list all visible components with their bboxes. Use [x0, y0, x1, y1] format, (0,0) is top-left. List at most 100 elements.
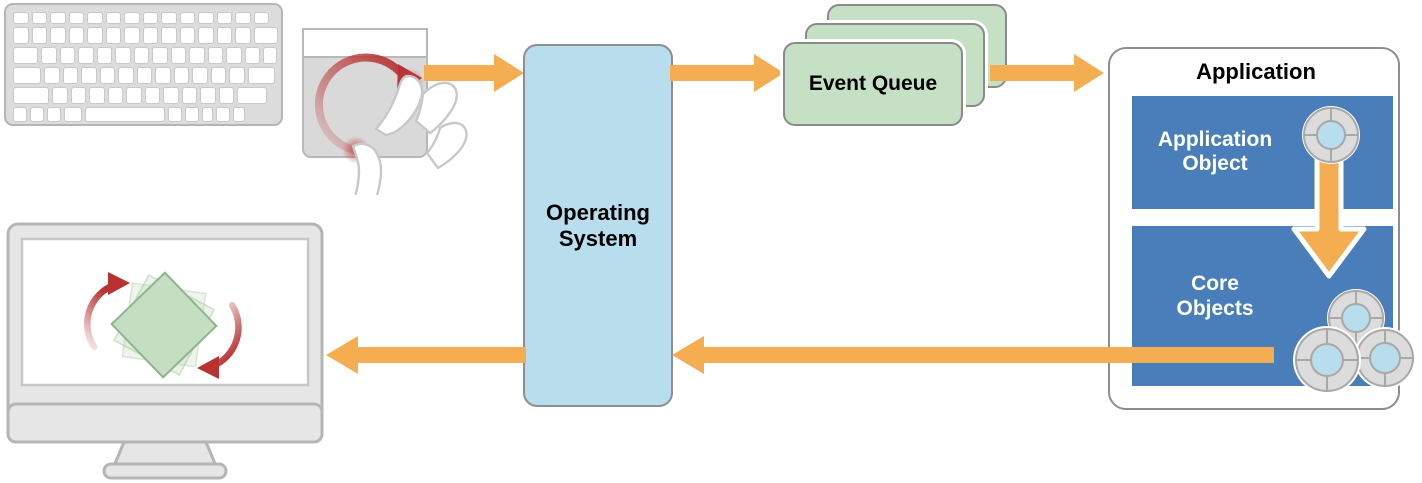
keyboard-key[interactable]	[235, 27, 251, 44]
keyboard-key[interactable]	[142, 27, 158, 44]
keyboard-key[interactable]	[142, 12, 158, 24]
application-title: Application	[1196, 59, 1316, 84]
keyboard-key[interactable]	[68, 12, 84, 24]
keyboard-key[interactable]	[198, 12, 214, 24]
keyboard-key[interactable]	[179, 27, 195, 44]
keyboard-key[interactable]	[161, 12, 177, 24]
keyboard-key[interactable]	[136, 67, 152, 84]
keyboard-key[interactable]	[87, 12, 103, 24]
keyboard-key[interactable]	[13, 107, 27, 122]
display-monitor	[6, 222, 324, 480]
keyboard-key[interactable]	[144, 87, 160, 104]
keyboard-key[interactable]	[59, 47, 75, 64]
keyboard-key[interactable]	[229, 67, 245, 84]
keyboard-key[interactable]	[253, 12, 269, 24]
operating-system-box[interactable]: Operating System	[523, 44, 673, 407]
keyboard-key[interactable]	[30, 107, 44, 122]
keyboard-row	[13, 27, 278, 44]
application-object-label-line2: Object	[1182, 152, 1248, 176]
keyboard-key[interactable]	[105, 12, 121, 24]
keyboard-key[interactable]	[152, 47, 168, 64]
rotate-gesture-hand-icon	[314, 53, 468, 195]
keyboard-key[interactable]	[115, 47, 131, 64]
keyboard-key[interactable]	[124, 27, 140, 44]
keyboard-key[interactable]	[47, 107, 61, 122]
keyboard-key[interactable]	[118, 67, 134, 84]
keyboard-key[interactable]	[13, 87, 49, 104]
keyboard-key[interactable]	[99, 67, 115, 84]
keyboard-key[interactable]	[233, 107, 245, 122]
keyboard-key[interactable]	[202, 107, 213, 122]
keyboard-key[interactable]	[200, 87, 216, 104]
keyboard-key[interactable]	[218, 87, 234, 104]
keyboard-key[interactable]	[247, 67, 275, 84]
keyboard-key[interactable]	[179, 12, 195, 24]
keyboard-key[interactable]	[244, 47, 260, 64]
event-queue-label: Event Queue	[808, 72, 938, 95]
keyboard-key[interactable]	[124, 12, 140, 24]
keyboard-key[interactable]	[50, 12, 66, 24]
keyboard-key[interactable]	[253, 27, 278, 44]
core-objects-label-line1: Core	[1191, 272, 1239, 295]
keyboard-key[interactable]	[181, 87, 197, 104]
keyboard-key[interactable]	[52, 87, 68, 104]
keyboard-key[interactable]	[87, 27, 103, 44]
operating-system-label: Operating System	[546, 200, 650, 252]
keyboard-key[interactable]	[70, 87, 86, 104]
application-object-gear-icon	[1302, 106, 1360, 164]
keyboard-key[interactable]	[41, 47, 57, 64]
keyboard-key[interactable]	[13, 12, 29, 24]
keyboard-key[interactable]	[170, 47, 186, 64]
keyboard-key[interactable]	[44, 67, 60, 84]
keyboard-key[interactable]	[226, 47, 242, 64]
keyboard-key[interactable]	[207, 47, 223, 64]
keyboard-device	[4, 3, 283, 126]
keyboard-key[interactable]	[89, 87, 105, 104]
keyboard-key[interactable]	[216, 107, 230, 122]
keyboard-key[interactable]	[216, 12, 232, 24]
application-container[interactable]: Application Application Object Core Obje…	[1108, 47, 1416, 410]
keyboard-key[interactable]	[31, 12, 47, 24]
keyboard-key[interactable]	[105, 27, 121, 44]
keyboard-key[interactable]	[189, 47, 205, 64]
keyboard-key[interactable]	[81, 67, 97, 84]
keyboard-key[interactable]	[31, 27, 47, 44]
keyboard-key[interactable]	[185, 107, 199, 122]
keyboard-key[interactable]	[198, 27, 214, 44]
keyboard-key[interactable]	[13, 27, 29, 44]
keyboard-key[interactable]	[13, 67, 41, 84]
keyboard-key[interactable]	[13, 47, 38, 64]
trackpad-top-strip	[302, 28, 428, 56]
keyboard-key[interactable]	[263, 47, 277, 64]
keyboard-row	[13, 67, 275, 84]
keyboard-key[interactable]	[210, 67, 226, 84]
arrow-os-to-event-queue	[670, 54, 784, 92]
keyboard-row	[13, 107, 245, 122]
core-objects-label: Core Objects	[1140, 272, 1290, 322]
keyboard-key[interactable]	[235, 12, 251, 24]
keyboard-key[interactable]	[163, 87, 179, 104]
event-queue-card-front[interactable]: Event Queue	[783, 42, 963, 126]
keyboard-key[interactable]	[237, 87, 267, 104]
keyboard-key[interactable]	[68, 27, 84, 44]
keyboard-key[interactable]	[85, 107, 165, 122]
keyboard-key[interactable]	[126, 87, 142, 104]
keyboard-key[interactable]	[133, 47, 149, 64]
keyboard-key[interactable]	[161, 27, 177, 44]
keyboard-key[interactable]	[62, 67, 78, 84]
arrow-application-to-os	[672, 336, 1274, 374]
keyboard-key[interactable]	[96, 47, 112, 64]
arrow-event-queue-to-application	[990, 54, 1104, 92]
application-object-label: Application Object	[1140, 128, 1290, 178]
keyboard-key[interactable]	[78, 47, 94, 64]
keyboard-key[interactable]	[192, 67, 208, 84]
keyboard-key[interactable]	[168, 107, 182, 122]
keyboard-key[interactable]	[64, 107, 82, 122]
keyboard-key[interactable]	[107, 87, 123, 104]
keyboard-key[interactable]	[155, 67, 171, 84]
keyboard-key[interactable]	[216, 27, 232, 44]
keyboard-key[interactable]	[173, 67, 189, 84]
keyboard-key[interactable]	[50, 27, 66, 44]
event-queue-group[interactable]: Event Queue	[783, 2, 1007, 128]
